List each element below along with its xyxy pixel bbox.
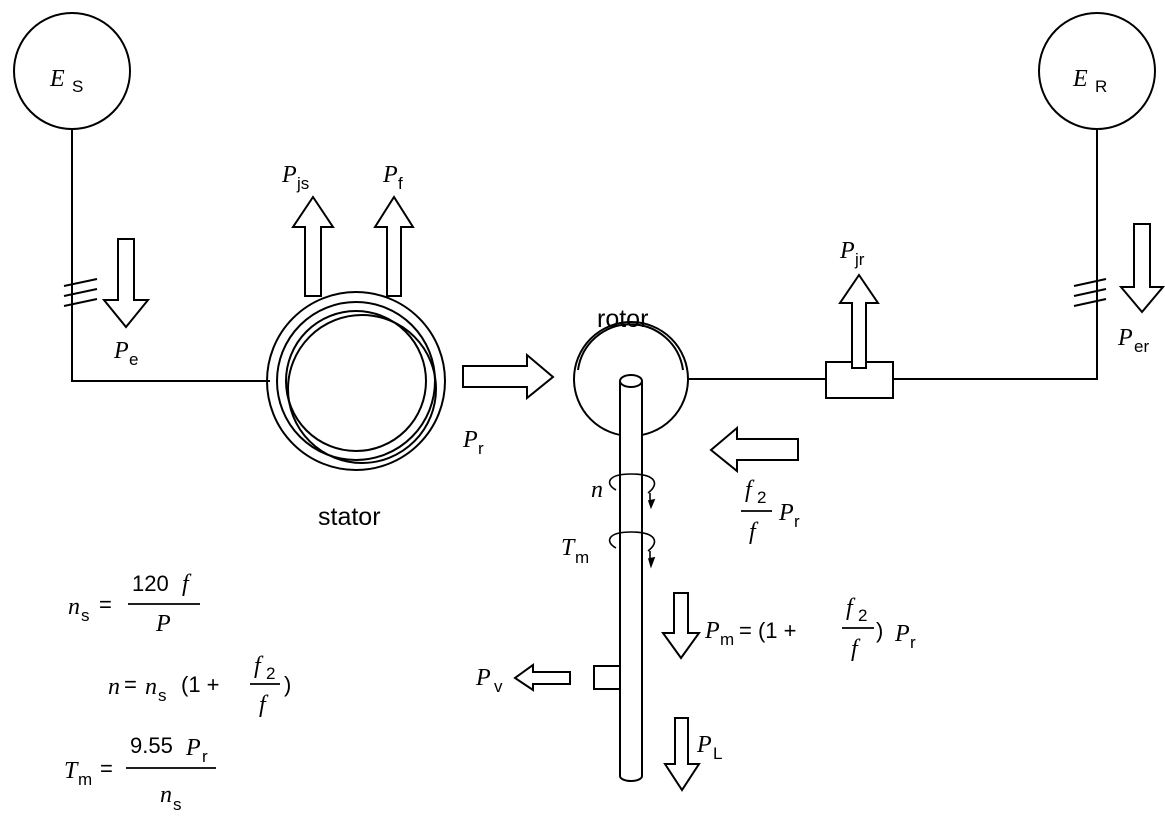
torque-eq-sign: = [100, 756, 113, 781]
torque-eq-num-coef: 9.55 [130, 733, 173, 758]
stator-joule-loss-arrow [291, 195, 335, 297]
windage-loss-symbol: P [475, 665, 491, 691]
torque-eq-lhs: T [64, 758, 79, 784]
rotor-source-symbol: E [1072, 66, 1088, 92]
rotor-source-circle [1038, 12, 1156, 130]
load-power-subscript: L [713, 744, 722, 763]
speed-eq-den: f [259, 692, 269, 718]
windage-loss-arrow [513, 663, 571, 692]
stator-feed-wire [63, 129, 270, 382]
rotor-electrical-subscript: er [1134, 337, 1149, 356]
torque-label: T m [561, 535, 589, 567]
load-power-symbol: P [696, 732, 712, 758]
mechanical-power-rhs-open: = (1 + [739, 618, 796, 643]
speed-symbol: n [591, 477, 603, 503]
stator-source-symbol: E [49, 66, 65, 92]
sync-speed-equation: n s = 120 f P [68, 571, 200, 637]
slip-power-num-subscript: 2 [757, 488, 766, 507]
sync-speed-den: P [155, 611, 171, 637]
rotor-joule-loss-arrow [838, 273, 880, 369]
speed-eq-close: ) [284, 672, 291, 697]
mechanical-power-rhs-symbol: P [894, 621, 910, 647]
sync-speed-lhs-subscript: s [81, 606, 90, 625]
sync-speed-eq-sign: = [99, 592, 112, 617]
mechanical-power-rhs-close: ) [876, 618, 883, 643]
rotor-source: E R [1038, 12, 1156, 130]
torque-symbol: T [561, 535, 576, 561]
torque-eq-lhs-subscript: m [78, 770, 92, 789]
mechanical-power-den: f [851, 636, 861, 662]
speed-eq-num-subscript: 2 [266, 664, 275, 683]
electrical-input-arrow [101, 238, 151, 329]
speed-eq-paren: (1 + [181, 672, 220, 697]
shaft [593, 374, 643, 782]
slip-power-symbol: P [778, 500, 794, 526]
speed-eq-num: f [254, 653, 264, 679]
slip-power-den: f [749, 519, 759, 545]
sync-speed-lhs: n [68, 594, 80, 620]
speed-equation: n = n s (1 + f 2 f ) [108, 653, 291, 718]
rotor-electrical-arrow [1118, 223, 1165, 314]
iron-loss-subscript: f [398, 174, 403, 193]
torque-eq-num-var: P [185, 735, 201, 761]
slip-power-label: f 2 f P r [741, 477, 800, 545]
sync-speed-num: 120 [132, 571, 169, 596]
torque-eq-den-subscript: s [173, 795, 182, 814]
speed-eq-rhs-subscript: s [158, 686, 167, 705]
windage-loss-subscript: v [494, 677, 503, 696]
electrical-input-subscript: e [129, 350, 138, 369]
stator-source-subscript: S [72, 77, 83, 96]
mechanical-power-arrow [661, 592, 701, 660]
mechanical-power-num-subscript: 2 [858, 606, 867, 625]
rotor-power-arrow [462, 352, 555, 401]
stator-source-circle [13, 12, 131, 130]
stator-source: E S [13, 12, 131, 130]
rotor-joule-loss-subscript: jr [854, 250, 865, 269]
rotor-power-symbol: P [462, 427, 478, 453]
stator-joule-loss-symbol: P [281, 162, 297, 188]
stator-joule-loss-label: P js [281, 162, 309, 193]
slip-power-arrow [709, 425, 799, 474]
rotor-label: rotor [597, 305, 648, 333]
mechanical-power-symbol: P [704, 618, 720, 644]
mechanical-power-subscript: m [720, 630, 734, 649]
torque-eq-den: n [160, 782, 172, 808]
torque-subscript: m [575, 548, 589, 567]
rotor-joule-loss-label: P jr [839, 238, 865, 269]
iron-loss-arrow [373, 195, 415, 297]
mechanical-power-label: P m = (1 + f 2 f ) P r [704, 595, 916, 662]
rotor-electrical-symbol: P [1117, 325, 1133, 351]
stator-label: stator [318, 503, 381, 531]
rotor-power-subscript: r [478, 439, 484, 458]
speed-rotation-mark [608, 473, 656, 510]
speed-eq-rhs-var: n [145, 674, 157, 700]
load-power-label: P L [696, 732, 722, 763]
rotor-power-label: P r [462, 427, 484, 458]
windage-loss-label: P v [475, 665, 503, 696]
electrical-input-label: P e [113, 338, 138, 369]
speed-eq-open: = [124, 672, 137, 697]
stator [266, 291, 446, 471]
rotor-electrical-label: P er [1117, 325, 1149, 356]
iron-loss-label: P f [382, 162, 403, 193]
iron-loss-symbol: P [382, 162, 398, 188]
sync-speed-num-var: f [182, 571, 192, 597]
slip-power-subscript: r [794, 512, 800, 531]
rotor-source-subscript: R [1095, 77, 1107, 96]
rotor-joule-loss-symbol: P [839, 238, 855, 264]
torque-equation: T m = 9.55 P r n s [64, 733, 216, 814]
torque-eq-num-subscript: r [202, 747, 208, 766]
torque-rotation-mark [608, 531, 656, 569]
mechanical-power-rhs-subscript: r [910, 633, 916, 652]
rotor-feed-wire [688, 129, 1107, 399]
mechanical-power-num: f [846, 595, 856, 621]
slip-power-num: f [745, 477, 755, 503]
electrical-input-symbol: P [113, 338, 129, 364]
speed-eq-lhs: n [108, 674, 120, 700]
load-power-arrow [663, 717, 701, 792]
stator-joule-loss-subscript: js [296, 174, 309, 193]
